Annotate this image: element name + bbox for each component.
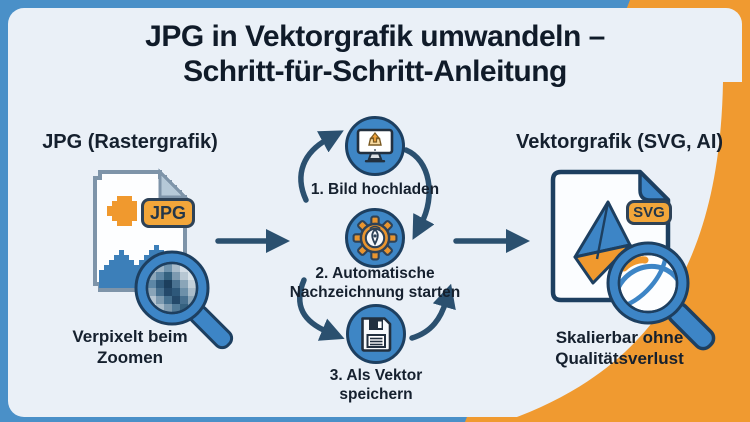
left-caption-line-1: Verpixelt beim — [72, 327, 188, 346]
vector-fold-corner — [638, 170, 670, 202]
svg-badge: SVG — [626, 200, 672, 225]
left-caption: Verpixelt beim Zoomen — [35, 326, 225, 368]
left-magnifier — [134, 250, 234, 350]
step-1-label: 1. Bild hochladen — [310, 181, 440, 198]
pixelated-jpg-file-with-magnifier-icon — [93, 168, 234, 350]
gear-pen-tool-icon — [352, 215, 398, 261]
pixelated-zoom-preview — [148, 264, 196, 312]
pixel-sun — [107, 196, 137, 226]
vector-svg-file-with-magnifier-icon — [550, 169, 716, 351]
page-title: JPG in Vektorgrafik umwandeln – Schritt-… — [0, 19, 750, 89]
cycle-arc-top-right — [403, 147, 435, 240]
cycle-arc-top-left — [298, 130, 344, 203]
right-caption-line-2: Qualitätsverlust — [555, 349, 684, 368]
bezier-handle — [369, 225, 381, 230]
step-3-circle — [346, 304, 406, 364]
right-magnifier — [606, 241, 716, 351]
step-1-circle — [345, 116, 405, 176]
smooth-zoom-preview — [620, 255, 676, 309]
cycle-arc-bottom-right — [409, 283, 456, 341]
step-2-label: 2. Automatische Nachzeichnung starten — [289, 265, 461, 301]
left-caption-line-2: Zoomen — [96, 348, 164, 367]
step-3-label: 3. Als Vektor speichern — [329, 367, 423, 403]
right-section-heading: Vektorgrafik (SVG, AI) — [515, 131, 724, 153]
upload-arrow — [369, 132, 381, 143]
pixel-fold-corner — [158, 168, 189, 199]
title-line-1: JPG in Vektorgrafik umwandeln – — [145, 20, 605, 53]
right-caption-line-1: Skalierbar ohne — [555, 328, 684, 347]
floppy-disk-icon — [361, 316, 392, 352]
vector-gem-shape — [573, 200, 647, 285]
jpg-badge: JPG — [141, 198, 195, 228]
cycle-arc-bottom-left — [297, 277, 345, 341]
title-line-2: Schritt-für-Schritt-Anleitung — [183, 55, 567, 88]
step-2-circle — [345, 208, 405, 268]
monitor-upload-icon — [356, 128, 394, 163]
right-caption: Skalierbar ohne Qualitätsverlust — [522, 327, 717, 369]
floppy-shutter — [369, 319, 383, 330]
left-section-heading: JPG (Rastergrafik) — [42, 131, 218, 153]
